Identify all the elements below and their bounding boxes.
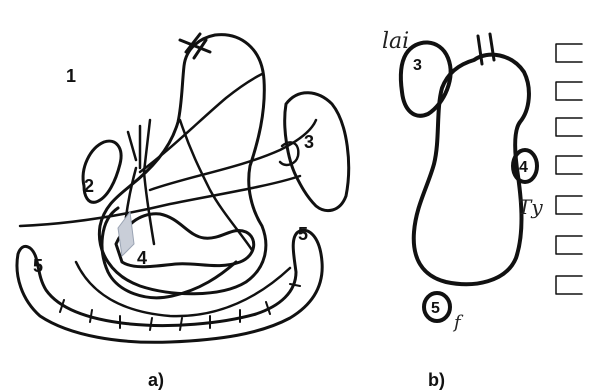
label-3: 3 [304,132,314,152]
spleen-outline [285,93,349,211]
colon-haustra [60,284,300,330]
caption-b: b) [428,370,445,390]
handwriting-top: lai [382,29,409,54]
element-5-label: 5 [431,300,440,317]
label-5-left: 5 [33,256,43,276]
element-4-label: 4 [519,159,528,176]
handwriting-bottom: f [452,312,464,333]
label-4: 4 [137,248,147,268]
label-1: 1 [66,66,76,86]
answer-box [556,118,582,136]
pancreas-shading [118,212,134,256]
esophagus-marks [478,34,494,64]
handwriting-middle: Ty [518,195,543,219]
vessel-curve-1 [140,74,262,172]
answer-box [556,196,582,214]
answer-box [556,276,582,294]
label-5-right: 5 [298,224,308,244]
label-2: 2 [84,176,94,196]
panel-a: 1 2 3 4 5 5 a) [17,34,349,390]
answer-box [556,156,582,174]
element-3-label: 3 [413,57,422,74]
answer-box [556,44,582,62]
answer-box [556,236,582,254]
answer-box [556,82,582,100]
answer-boxes [556,44,582,294]
panel-b: 3 4 5 lai Ty f b) [382,29,582,390]
caption-a: a) [148,370,164,390]
colon-outline [17,230,322,342]
